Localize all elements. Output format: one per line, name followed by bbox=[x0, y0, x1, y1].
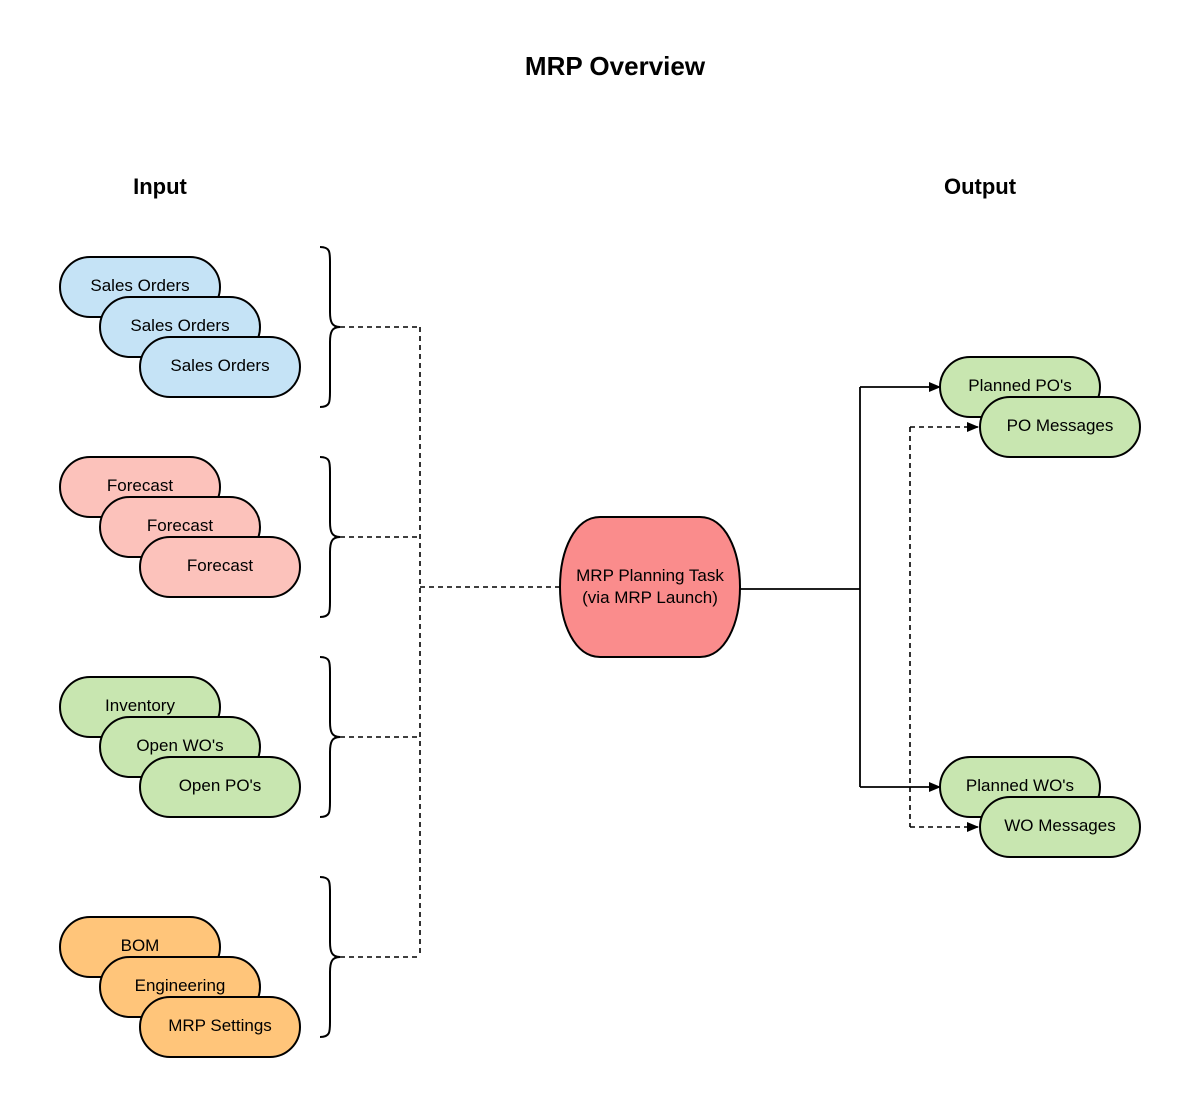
pill-label: BOM bbox=[121, 936, 160, 955]
output-groups: Planned PO's PO Messages Planned WO's WO… bbox=[939, 356, 1141, 858]
input-groups: Sales Orders Sales Orders Sales Orders F… bbox=[59, 256, 301, 1058]
diagram-title: MRP Overview bbox=[525, 51, 706, 81]
pill-label: Forecast bbox=[187, 556, 253, 575]
input-group-bom: BOM Engineering MRP Settings bbox=[59, 916, 301, 1058]
brace-bom bbox=[319, 876, 341, 1038]
pill-label: Inventory bbox=[105, 696, 175, 715]
pill-label: Forecast bbox=[107, 476, 173, 495]
pill-label: MRP Settings bbox=[168, 1016, 272, 1035]
input-group-sales-orders: Sales Orders Sales Orders Sales Orders bbox=[59, 256, 301, 398]
pill-open-pos bbox=[139, 756, 301, 818]
output-heading: Output bbox=[944, 174, 1017, 199]
pill-label: PO Messages bbox=[1007, 416, 1114, 435]
brace-sales-orders bbox=[319, 246, 341, 408]
task-label-line1: MRP Planning Task bbox=[576, 566, 724, 585]
pill-forecast-3 bbox=[139, 536, 301, 598]
mrp-planning-task-node: MRP Planning Task (via MRP Launch) bbox=[558, 516, 742, 658]
input-group-forecast: Forecast Forecast Forecast bbox=[59, 456, 301, 598]
pill-label: Planned WO's bbox=[966, 776, 1074, 795]
pill-label: Sales Orders bbox=[130, 316, 229, 335]
input-group-inventory: Inventory Open WO's Open PO's bbox=[59, 676, 301, 818]
pill-label: WO Messages bbox=[1004, 816, 1115, 835]
pill-label: Engineering bbox=[135, 976, 226, 995]
pill-wo-messages bbox=[979, 796, 1141, 858]
output-group-wo: Planned WO's WO Messages bbox=[939, 756, 1141, 858]
pill-label: Open WO's bbox=[136, 736, 223, 755]
pill-label: Open PO's bbox=[179, 776, 262, 795]
pill-mrp-settings bbox=[139, 996, 301, 1058]
pill-label: Planned PO's bbox=[968, 376, 1071, 395]
pill-sales-orders-3 bbox=[139, 336, 301, 398]
pill-po-messages bbox=[979, 396, 1141, 458]
pill-label: Sales Orders bbox=[90, 276, 189, 295]
output-connectors bbox=[740, 382, 979, 832]
task-shape bbox=[558, 516, 742, 658]
output-group-po: Planned PO's PO Messages bbox=[939, 356, 1141, 458]
input-braces bbox=[319, 246, 341, 1038]
brace-forecast bbox=[319, 456, 341, 618]
input-heading: Input bbox=[133, 174, 187, 199]
pill-label: Sales Orders bbox=[170, 356, 269, 375]
task-label-line2: (via MRP Launch) bbox=[582, 588, 718, 607]
pill-label: Forecast bbox=[147, 516, 213, 535]
brace-inventory bbox=[319, 656, 341, 818]
input-connectors bbox=[340, 326, 560, 958]
